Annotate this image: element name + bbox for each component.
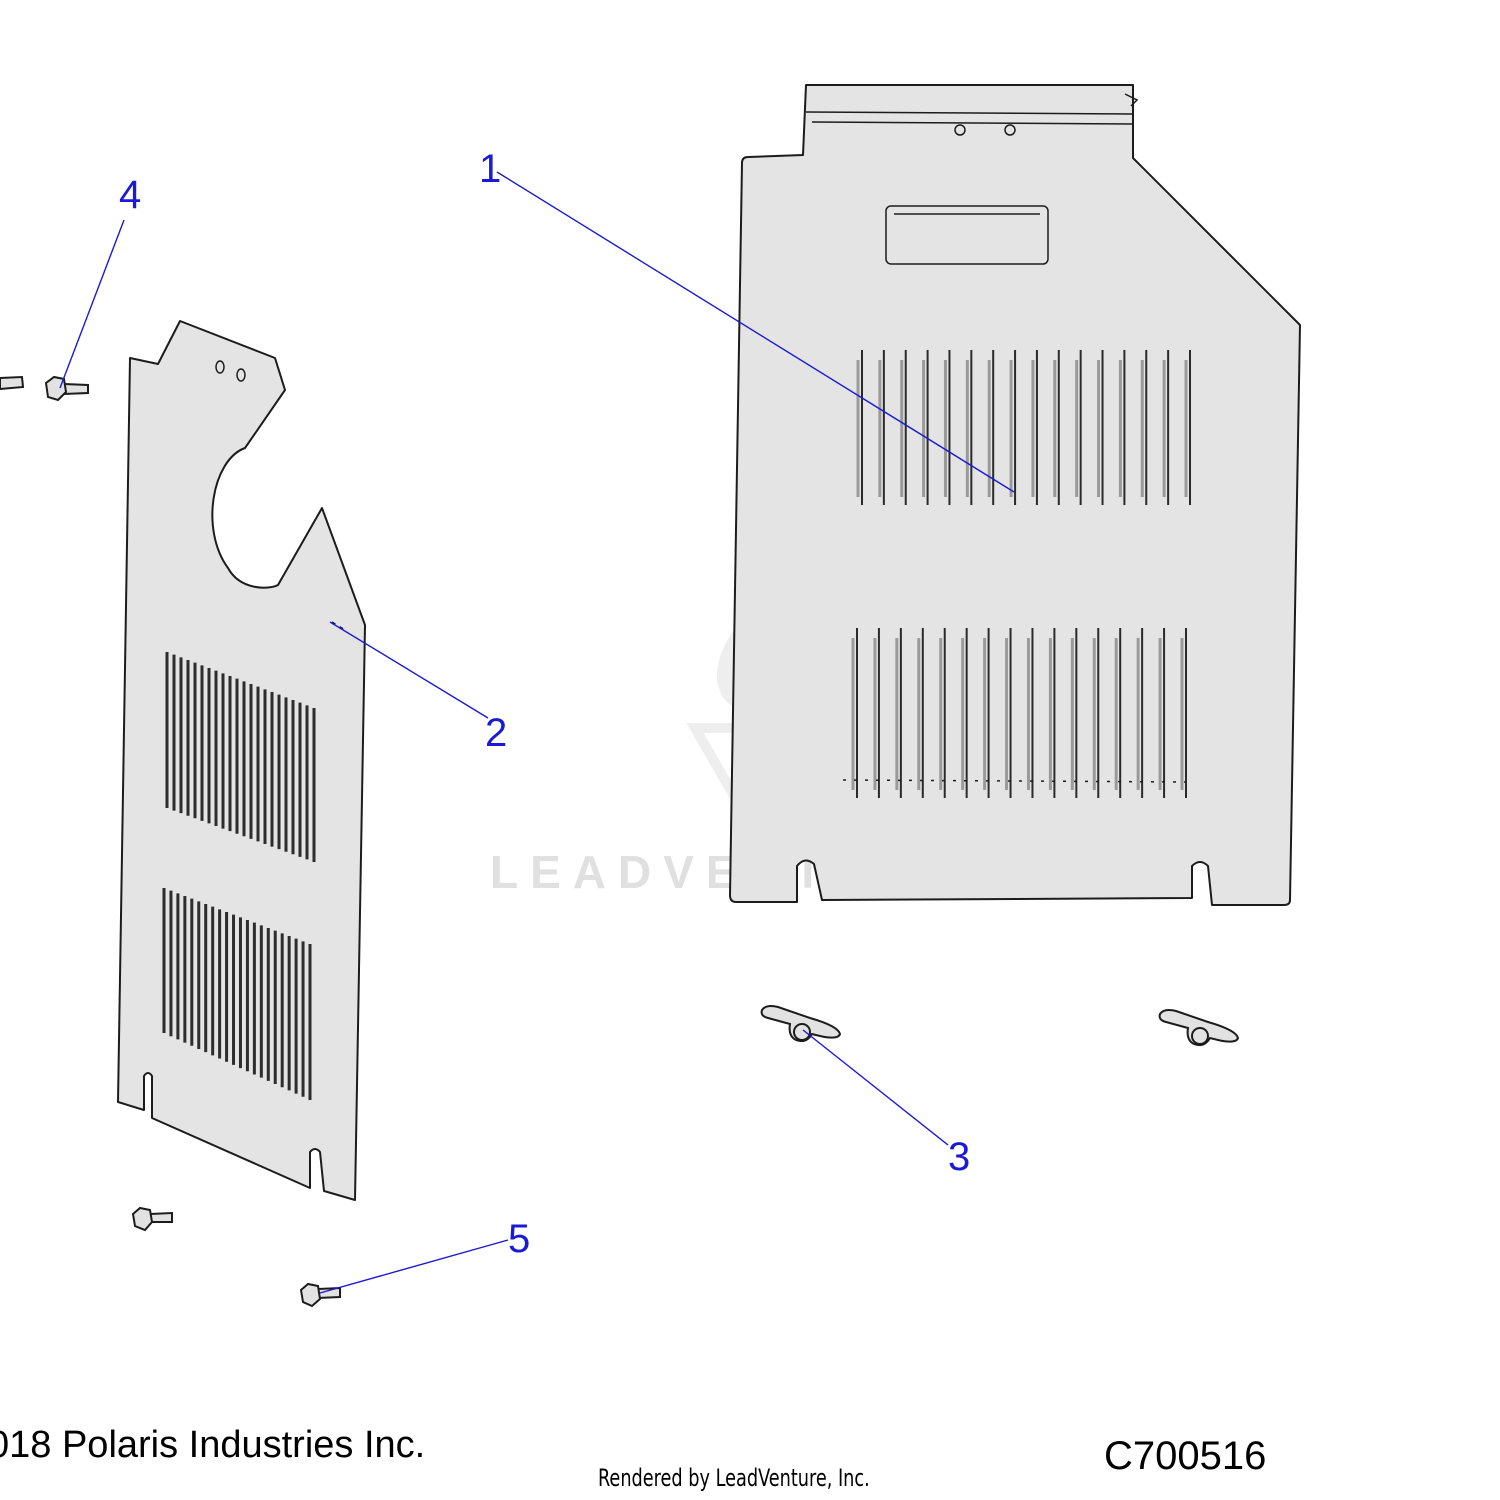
rendered-by-text: Rendered by LeadVenture, Inc.	[598, 1464, 870, 1492]
rear-panel	[729, 84, 1301, 906]
leader-5	[319, 1239, 509, 1294]
screw-bottom	[299, 1282, 341, 1308]
callout-2: 2	[485, 711, 507, 755]
louvers-upper	[856, 350, 1191, 505]
callout-3: 3	[948, 1135, 970, 1179]
screw-top	[44, 375, 89, 402]
callout-1: 1	[479, 147, 501, 191]
callout-4: 4	[119, 173, 141, 217]
side-panel	[117, 320, 366, 1201]
diagram-id: C700516	[1104, 1434, 1267, 1478]
leader-3	[802, 1029, 949, 1146]
louvers-side-upper	[165, 652, 316, 862]
clip-left	[760, 1005, 842, 1043]
leader-4	[59, 219, 125, 389]
screw-top-left-partial	[0, 375, 25, 391]
screw-bottom-left	[131, 1206, 173, 1232]
leader-1	[496, 171, 1015, 493]
louvers-lower	[851, 628, 1187, 798]
louvers-side-lower	[162, 888, 312, 1100]
copyright-text: 018 Polaris Industries Inc.	[0, 1424, 426, 1466]
callout-5: 5	[508, 1217, 530, 1261]
clip-right	[1158, 1009, 1240, 1047]
callouts: 1 2 3 4 5	[119, 147, 970, 1261]
leader-2	[329, 621, 489, 719]
leader-lines	[59, 171, 1015, 1294]
